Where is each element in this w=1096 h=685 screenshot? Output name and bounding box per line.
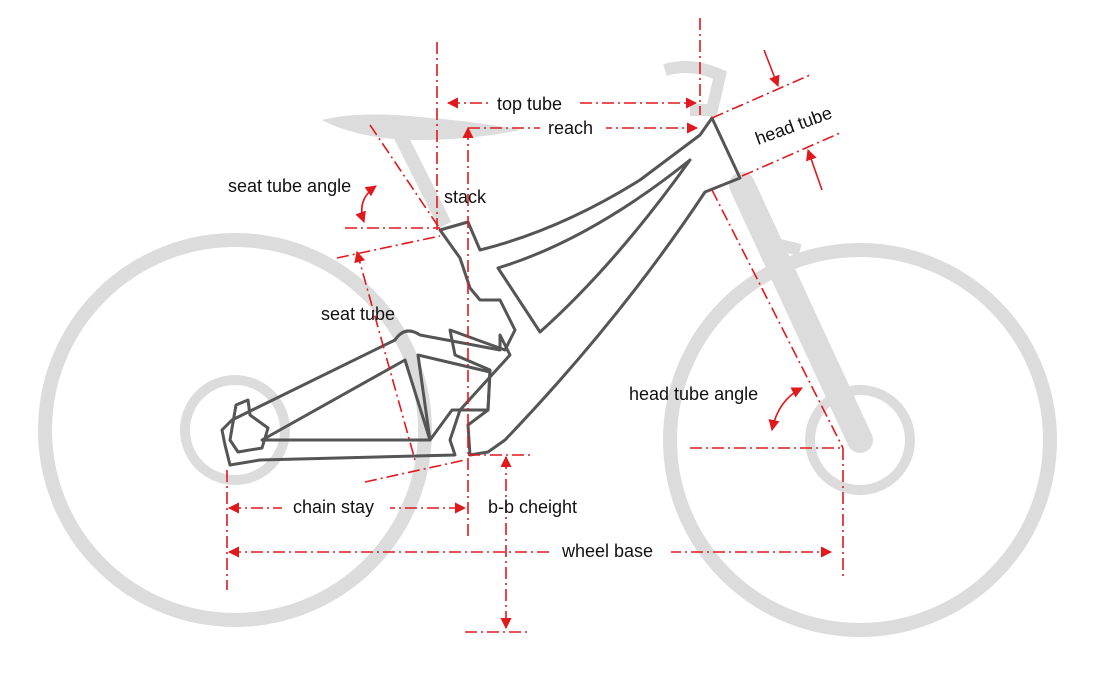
label-bb-height: b-b cheight — [488, 497, 577, 517]
head-tube-bottom-ext — [741, 132, 841, 177]
label-seat-tube-angle: seat tube angle — [228, 176, 351, 196]
front-hub — [805, 385, 915, 495]
dropout — [228, 398, 270, 454]
bb-line — [364, 459, 466, 483]
seat-tube-upper-ext — [336, 235, 441, 259]
rear-triangle-cutout — [260, 358, 432, 442]
rear-wheel — [38, 233, 432, 627]
fork-crown — [758, 234, 802, 256]
label-stack: stack — [444, 187, 487, 207]
ghost-bike — [38, 60, 1057, 637]
front-triangle-cutout — [496, 158, 692, 334]
handlebar — [663, 60, 727, 116]
label-seat-tube: seat tube — [321, 304, 395, 324]
label-reach: reach — [548, 118, 593, 138]
frame — [220, 116, 742, 467]
head-tube-arrow-top — [763, 49, 780, 88]
label-head-tube: head tube — [753, 103, 835, 149]
fork-stanchion — [729, 172, 873, 453]
labels: top tube reach head tube seat tube angle… — [228, 90, 835, 564]
head-tube-arrow-bottom — [806, 148, 823, 191]
front-triangle — [438, 116, 742, 457]
label-head-tube-angle: head tube angle — [629, 384, 758, 404]
seat-tube-angle-arc — [355, 185, 377, 224]
seat-tube-dimension — [354, 250, 416, 461]
rear-hub — [180, 375, 290, 485]
label-wheel-base: wheel base — [561, 541, 653, 561]
head-tube-angle-arc — [768, 387, 804, 432]
label-top-tube: top tube — [497, 94, 562, 114]
head-tube-top-ext — [711, 74, 811, 119]
head-tube-angle-line — [711, 189, 844, 449]
seatpost — [393, 131, 452, 229]
shock-mount — [416, 353, 492, 442]
front-wheel — [663, 243, 1057, 637]
label-chain-stay: chain stay — [293, 497, 374, 517]
rear-triangle — [220, 329, 512, 467]
